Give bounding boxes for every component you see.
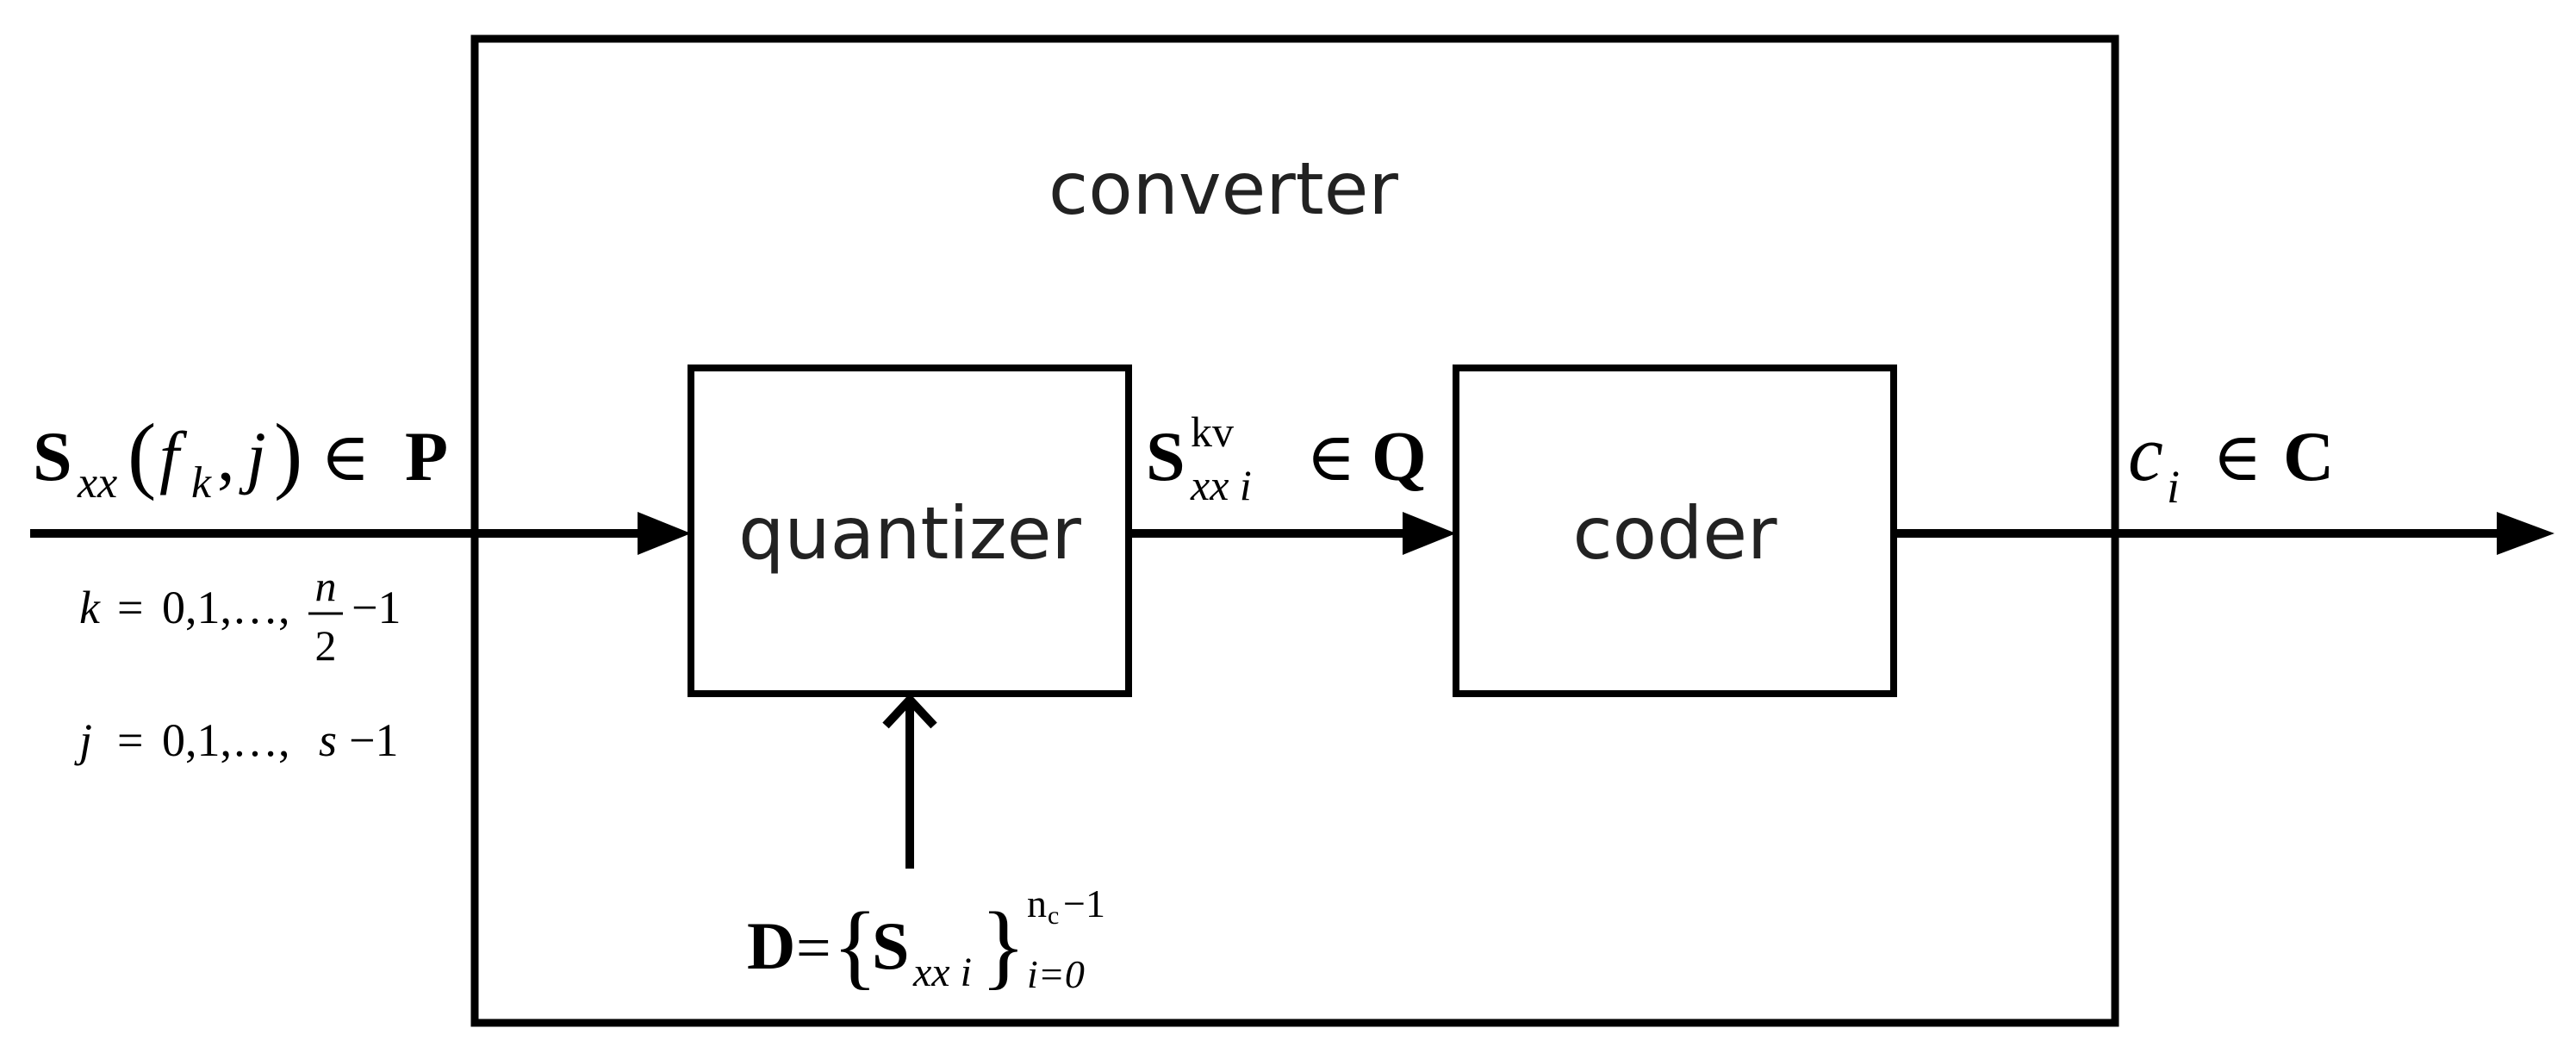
- index-j-tail: −1: [349, 714, 398, 766]
- index-k-equals: =: [117, 582, 143, 633]
- quantized-signal-label: S kv xx i ∈ Q: [1146, 408, 1427, 509]
- index-j-sequence: 0,1,…,: [162, 714, 290, 766]
- index-k-frac-num: n: [315, 562, 337, 610]
- index-k-label: k = 0,1,…, n 2 −1: [79, 562, 401, 670]
- index-j-var: j: [74, 714, 92, 766]
- quantized-superscript: kv: [1191, 408, 1234, 456]
- codebook-lower: i=0: [1027, 952, 1085, 996]
- codebook-label: D = { S xx i } n c −1 i=0: [747, 882, 1105, 998]
- input-open-paren: (: [128, 406, 156, 502]
- quantized-symbol: S: [1146, 417, 1185, 495]
- input-arg-f: f: [159, 417, 188, 495]
- output-subscript: i: [2167, 461, 2180, 513]
- quantizer-to-coder-arrow: [1129, 512, 1456, 555]
- output-set: C: [2283, 417, 2334, 495]
- quantized-subscript: xx i: [1190, 461, 1252, 509]
- converter-label: converter: [1048, 146, 1398, 231]
- output-signal-label: c i ∈ C: [2128, 409, 2334, 513]
- output-arrow: [1894, 512, 2554, 555]
- input-comma: ,: [217, 417, 235, 495]
- output-symbol: c: [2128, 409, 2163, 497]
- codebook-open-brace: {: [832, 893, 878, 998]
- coder-label: coder: [1572, 491, 1777, 576]
- input-signal-label: S xx ( f k , j ) ∈ P: [33, 406, 448, 508]
- codebook-equals: =: [796, 913, 831, 982]
- codebook-arrow: [882, 693, 937, 869]
- index-k-frac-den: 2: [315, 621, 337, 670]
- codebook-upper-sub: c: [1048, 901, 1059, 930]
- codebook-symbol: D: [747, 908, 795, 983]
- index-k-var: k: [79, 582, 101, 633]
- index-j-label: j = 0,1,…, s −1: [74, 714, 398, 766]
- codebook-upper-tail: −1: [1063, 882, 1105, 925]
- output-member: ∈: [2212, 420, 2262, 495]
- codebook-element-sub: xx i: [912, 950, 972, 995]
- codebook-element: S: [872, 908, 909, 983]
- input-symbol: S: [33, 417, 72, 495]
- quantized-member: ∈: [1306, 420, 1356, 495]
- input-arg-j: j: [239, 417, 266, 495]
- codebook-close-brace: }: [980, 893, 1026, 998]
- index-k-tail: −1: [352, 582, 401, 633]
- quantizer-label: quantizer: [738, 491, 1081, 576]
- input-arg-f-sub: k: [191, 458, 212, 508]
- index-j-s: s: [319, 714, 337, 766]
- input-member: ∈: [320, 420, 370, 495]
- index-j-equals: =: [117, 714, 143, 766]
- codebook-upper: n: [1027, 882, 1047, 925]
- input-arrow: [30, 512, 691, 555]
- index-k-sequence: 0,1,…,: [162, 582, 290, 633]
- quantized-set: Q: [1372, 417, 1427, 495]
- input-subscript: xx: [77, 458, 117, 508]
- input-close-paren: ): [274, 406, 302, 502]
- input-set: P: [405, 417, 448, 495]
